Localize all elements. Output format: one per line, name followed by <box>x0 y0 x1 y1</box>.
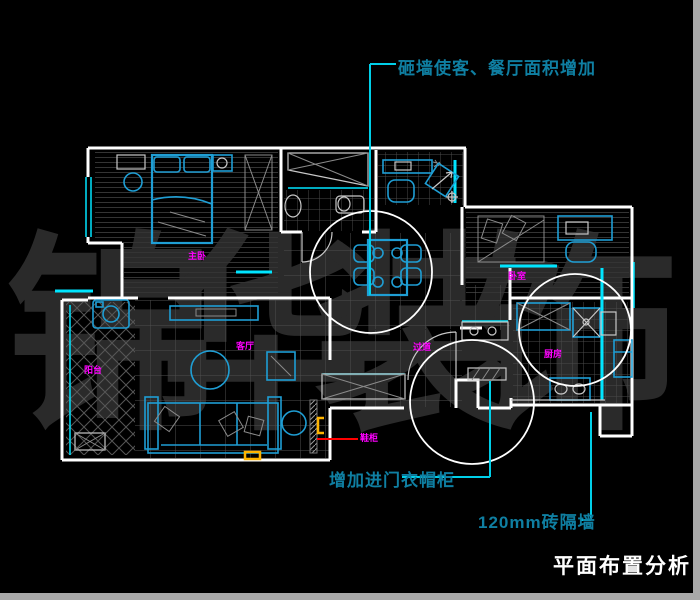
page-title: 平面布置分析 <box>553 555 691 578</box>
annotation-demolish-wall: 砸墙使客、餐厅面积增加 <box>398 59 596 78</box>
living-room-furniture <box>144 305 318 454</box>
study-furniture <box>382 159 460 203</box>
dining-table-set <box>353 238 422 297</box>
room-label-living-room: 客厅 <box>236 341 255 351</box>
room-label-bedroom2: 卧室 <box>508 271 527 281</box>
demolish-wall-leader <box>369 63 396 295</box>
room-label-shoe-cabinet: 鞋柜 <box>360 433 379 443</box>
kitchen-highlight-circle <box>518 273 632 387</box>
door-arcs <box>301 231 457 381</box>
floor-hatching <box>66 152 630 458</box>
brick-wall-leader <box>580 412 592 521</box>
highlight-circles <box>309 210 632 465</box>
master-bedroom-furniture <box>116 153 273 245</box>
entry-highlight-circle <box>409 339 535 465</box>
entry-cabinets <box>321 321 509 400</box>
bottom-matte-border <box>0 593 700 600</box>
entry-wardrobe-leader <box>402 381 491 478</box>
yellow-markers <box>243 416 324 461</box>
room-label-hallway: 过道 <box>413 342 432 352</box>
annotation-brick-wall: 120mm砖隔墙 <box>478 513 596 532</box>
right-matte-border <box>693 0 700 600</box>
room-label-master-bedroom: 主卧 <box>188 251 207 261</box>
balcony-fixtures <box>74 299 130 451</box>
bedroom2-furniture <box>477 214 613 263</box>
leader-lines <box>317 63 592 521</box>
walls <box>60 146 634 462</box>
room-label-balcony: 阳台 <box>84 365 103 375</box>
room-label-kitchen: 厨房 <box>544 349 563 359</box>
annotation-entry-wardrobe: 增加进门衣帽柜 <box>329 471 455 490</box>
bathroom-fixtures <box>284 152 369 218</box>
